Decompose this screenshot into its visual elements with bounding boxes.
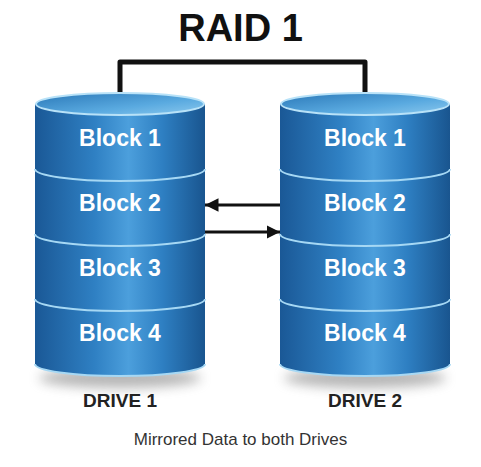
- diagram-caption: Mirrored Data to both Drives: [0, 427, 481, 453]
- diagram-title: RAID 1: [0, 6, 481, 50]
- data-block: Block 1: [280, 92, 450, 181]
- segment-body: [35, 299, 205, 376]
- block-label: Block 1: [280, 108, 450, 169]
- segment-top: [281, 93, 449, 115]
- segment-body: [280, 299, 450, 376]
- segment-top: [281, 158, 449, 180]
- segment-body: [35, 234, 205, 311]
- segment-top: [36, 158, 204, 180]
- segment-body: [35, 169, 205, 246]
- mirror-link-line: [120, 62, 365, 92]
- drive-label: DRIVE 2: [280, 388, 450, 414]
- drive-label: DRIVE 1: [35, 388, 205, 414]
- sync-arrow: [205, 204, 280, 207]
- block-label: Block 3: [280, 238, 450, 299]
- block-label: Block 3: [35, 238, 205, 299]
- block-label: Block 2: [35, 173, 205, 234]
- segment-rim: [35, 364, 205, 376]
- segment-body: [280, 234, 450, 311]
- segment-top: [281, 223, 449, 245]
- segment-top: [36, 288, 204, 310]
- sync-arrow: [205, 231, 280, 234]
- drive-cylinder: DRIVE 1 Block 1Block 2Block 3Block 4: [35, 92, 205, 418]
- block-label: Block 1: [35, 108, 205, 169]
- segment-top: [281, 288, 449, 310]
- block-label: Block 2: [280, 173, 450, 234]
- segment-body: [280, 169, 450, 246]
- block-label: Block 4: [280, 303, 450, 364]
- segment-rim: [280, 364, 450, 376]
- data-block: Block 1: [35, 92, 205, 181]
- segment-top: [36, 93, 204, 115]
- segment-top: [36, 223, 204, 245]
- block-label: Block 4: [35, 303, 205, 364]
- drive-cylinder: DRIVE 2 Block 1Block 2Block 3Block 4: [280, 92, 450, 418]
